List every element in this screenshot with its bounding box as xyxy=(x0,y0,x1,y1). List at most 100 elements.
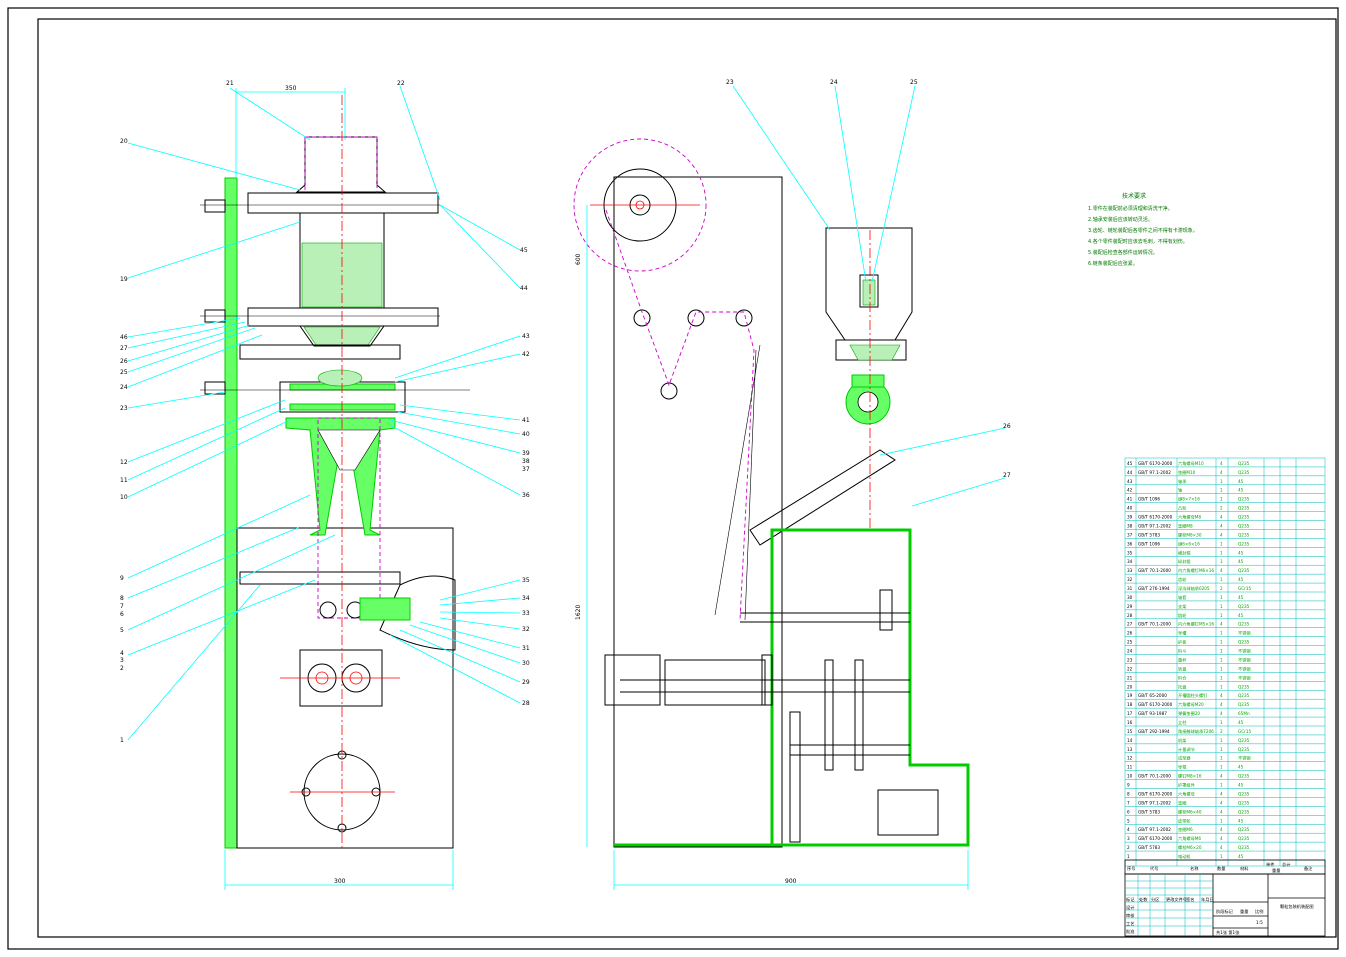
parts-cell: Q235 xyxy=(1238,684,1250,689)
parts-cell: 六角螺母M20 xyxy=(1178,701,1204,708)
parts-cell: 1 xyxy=(1220,738,1223,743)
parts-cell: 1 xyxy=(1220,756,1223,761)
parts-cell: Q235 xyxy=(1238,461,1250,466)
funnel-upper xyxy=(299,325,385,347)
parts-cell: 螺栓M6×20 xyxy=(1178,844,1202,851)
label-42: 42 xyxy=(522,351,530,358)
parts-cell: 护板 xyxy=(1178,639,1187,646)
parts-cell: GB/T 65-2000 xyxy=(1138,693,1167,698)
parts-cell: 14 xyxy=(1127,738,1133,743)
parts-cell: 1 xyxy=(1220,595,1223,600)
parts-cell: 45 xyxy=(1238,854,1244,859)
parts-cell: 支架 xyxy=(1178,603,1186,610)
parts-cell: GB/T 6170-2000 xyxy=(1138,791,1173,796)
outer-border xyxy=(7,7,1339,950)
parts-cell: GB/T 97.1-2002 xyxy=(1138,470,1171,475)
parts-cell: Q235 xyxy=(1238,738,1250,743)
parts-cell: 11 xyxy=(1127,765,1133,770)
parts-cell: Q235 xyxy=(1238,791,1250,796)
parts-cell: 垫圈M8 xyxy=(1178,522,1193,529)
parts-cell: 1 xyxy=(1220,854,1223,859)
label-26: 26 xyxy=(120,358,128,365)
parts-cell: 立柱 xyxy=(1178,719,1187,726)
parts-cell: 16 xyxy=(1127,720,1133,725)
parts-cell: 不锈钢 xyxy=(1238,656,1251,663)
parts-cell: 横封辊 xyxy=(1178,549,1191,556)
parts-cell: Q235 xyxy=(1238,541,1250,546)
label-37: 37 xyxy=(522,466,530,473)
former-phantom xyxy=(317,417,381,619)
note-6: 6.链条装配后应张紧。 xyxy=(1088,260,1138,267)
label-12: 12 xyxy=(120,459,128,466)
parts-cell: 6 xyxy=(1127,809,1130,814)
drawing-title: 颗粒包装机装配图 xyxy=(1280,903,1314,910)
parts-cell: 量杯 xyxy=(1178,656,1187,663)
parts-cell: 1 xyxy=(1220,577,1223,582)
sealing-jaw xyxy=(359,597,411,621)
parts-cell: 31 xyxy=(1127,586,1133,591)
parts-cell: 45 xyxy=(1238,488,1244,493)
parts-cell: 27 xyxy=(1127,622,1133,627)
parts-cell: 1 xyxy=(1220,720,1223,725)
parts-cell: 36 xyxy=(1127,541,1133,546)
guide-roller-3 xyxy=(735,309,753,327)
gear-disc-1 xyxy=(824,659,834,771)
label-2: 2 xyxy=(120,665,124,672)
inner-border xyxy=(37,18,1337,938)
label-1: 1 xyxy=(120,737,124,744)
parts-cell: GB/T 6170-2000 xyxy=(1138,461,1173,466)
parts-cell: GB/T 5783 xyxy=(1138,532,1160,537)
parts-cell: 4 xyxy=(1220,693,1223,698)
hdr-material: 材料 xyxy=(1240,865,1249,872)
parts-cell: 45 xyxy=(1238,720,1244,725)
dim-width-top: 350 xyxy=(285,85,297,92)
hdr-unit: 单件 xyxy=(1266,861,1274,868)
parts-cell: Q235 xyxy=(1238,809,1250,814)
parts-cell: 1 xyxy=(1220,747,1223,752)
parts-cell: 深沟球轴承6205 xyxy=(1178,585,1210,592)
rev-zone: 分区 xyxy=(1151,896,1159,903)
parts-cell: 不锈钢 xyxy=(1238,674,1251,681)
parts-cell: GCr15 xyxy=(1238,729,1252,734)
parts-cell: GB/T 276-1994 xyxy=(1138,586,1170,591)
parts-cell: 计量调节 xyxy=(1178,746,1195,753)
stage-weight: 重量 xyxy=(1240,908,1248,915)
parts-cell: Q235 xyxy=(1238,836,1250,841)
parts-cell: GB/T 97.1-2002 xyxy=(1138,523,1171,528)
parts-cell: 1 xyxy=(1220,559,1223,564)
note-5: 5.装配后检查各部件运转情况。 xyxy=(1088,249,1158,256)
label-39: 39 xyxy=(522,450,530,457)
parts-cell: 45 xyxy=(1238,818,1244,823)
label-side-25: 25 xyxy=(910,79,918,86)
parts-cell: 机架 xyxy=(1178,737,1186,744)
hdr-total: 总计 xyxy=(1282,861,1290,868)
upper-support-beam xyxy=(247,192,439,214)
motor xyxy=(877,789,939,836)
label-24: 24 xyxy=(120,384,128,391)
technical-requirements: 技术要求 1.零件在装配前必须清理和清洗干净。 2.轴承安装后应该转动灵活。 3… xyxy=(1088,192,1198,267)
title-block: 标记 处数 分区 更改文件号 签名 年月日 设计 审核 工艺 批准 阶段标记 重… xyxy=(1124,873,1326,937)
parts-cell: Q235 xyxy=(1238,470,1250,475)
label-35: 35 xyxy=(522,577,530,584)
parts-cell: 轴 xyxy=(1178,487,1182,494)
dim-width-bottom: 300 xyxy=(334,878,346,885)
parts-cell: GB/T 1096 xyxy=(1138,541,1160,546)
parts-cell: 4 xyxy=(1220,622,1223,627)
parts-cell: 料斗 xyxy=(1178,648,1186,655)
upper-hopper xyxy=(295,136,387,193)
label-31: 31 xyxy=(522,645,530,652)
parts-cell: 凸轮 xyxy=(1178,505,1187,512)
parts-cell: 42 xyxy=(1127,488,1133,493)
parts-cell: 1 xyxy=(1220,640,1223,645)
parts-cell: 导辊 xyxy=(1178,764,1187,771)
parts-cell: 30 xyxy=(1127,595,1133,600)
label-45: 45 xyxy=(520,247,528,254)
parts-cell: 4 xyxy=(1220,711,1223,716)
parts-cell: 2 xyxy=(1127,845,1130,850)
rev-date: 年月日 xyxy=(1201,896,1214,903)
parts-cell: Q235 xyxy=(1238,640,1250,645)
parts-cell: 4 xyxy=(1220,702,1223,707)
parts-cell: 4 xyxy=(1220,809,1223,814)
label-6: 6 xyxy=(120,611,124,618)
parts-cell: 4 xyxy=(1127,827,1130,832)
